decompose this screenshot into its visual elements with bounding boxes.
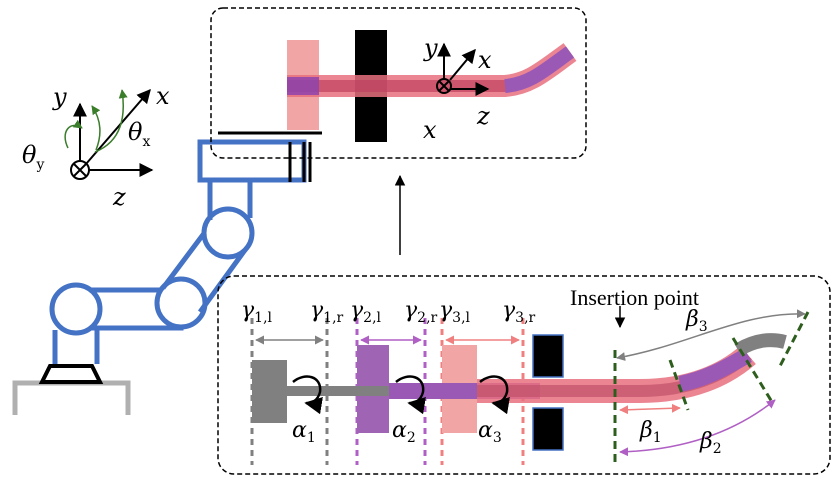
world-x-label: x — [156, 82, 170, 110]
theta-y-label: θy — [22, 141, 44, 173]
robot-link-wrist — [207, 180, 253, 220]
gamma-1l-label: γ1,l — [241, 298, 273, 326]
alpha-2-label: α2 — [392, 418, 416, 446]
alpha-1-rotation-arrow — [292, 375, 323, 415]
tube-2-extension — [678, 348, 752, 392]
top-x-bottom-label: x — [423, 116, 437, 144]
beta-3-label: β3 — [685, 307, 708, 335]
theta-x-label: θx — [128, 118, 150, 150]
alpha-2-rotation-arrow — [395, 375, 426, 415]
top-inset: y x z x — [210, 7, 587, 159]
tube-1-tip — [734, 333, 787, 357]
bottom-inset: Insertion point γ1,l γ1,r γ2,l γ2,r γ3,l… — [217, 275, 831, 475]
robot-base-table — [12, 380, 131, 415]
world-z-label: z — [112, 183, 126, 211]
beta-1-label: β1 — [639, 418, 662, 446]
top-x-axis — [449, 48, 476, 81]
robot-joint-wrist — [201, 206, 255, 260]
gamma-3l-label: γ3,l — [439, 298, 471, 326]
robot-joint-base — [49, 282, 103, 336]
gamma-labels: γ1,l γ1,r γ2,l γ2,r γ3,l γ3,r — [241, 298, 536, 326]
top-inset-frame — [210, 7, 587, 159]
gamma-3r-label: γ3,r — [502, 298, 536, 326]
theta-y-rotation-arrow — [64, 119, 83, 149]
beta-2-label: β2 — [699, 429, 722, 457]
alpha-1-label: α1 — [292, 418, 316, 446]
alpha-3-rotation-arrow — [479, 375, 510, 415]
top-z-label: z — [476, 102, 490, 130]
top-x-label: x — [478, 46, 492, 74]
guide-block-upper — [532, 334, 564, 378]
beta-1-arrow — [619, 403, 681, 415]
alpha-3-label: α3 — [478, 418, 502, 446]
theta-x-rotation-arrow — [94, 89, 128, 153]
carriage-1 — [252, 360, 287, 423]
gamma-2r-label: γ2,r — [404, 298, 438, 326]
beta-3-arrow — [616, 309, 806, 362]
top-tube-purple-stem — [287, 77, 319, 95]
guide-block-lower — [532, 407, 564, 451]
robot-tool-holder — [218, 131, 322, 182]
gamma-2l-label: γ2,l — [350, 298, 382, 326]
world-y-label: y — [52, 83, 67, 111]
top-y-label: y — [423, 34, 438, 62]
world-frame: y x z θy θx — [22, 82, 170, 211]
bottom-inset-frame — [217, 275, 831, 475]
robot-base-column — [52, 330, 100, 364]
robot-base-foot — [38, 364, 104, 384]
gamma-1r-label: γ1,r — [310, 298, 344, 326]
top-tube-tip — [504, 46, 575, 93]
insertion-point-label: Insertion point — [570, 285, 699, 310]
robot-end-effector — [197, 139, 307, 183]
beta-2-arrow — [619, 399, 776, 457]
